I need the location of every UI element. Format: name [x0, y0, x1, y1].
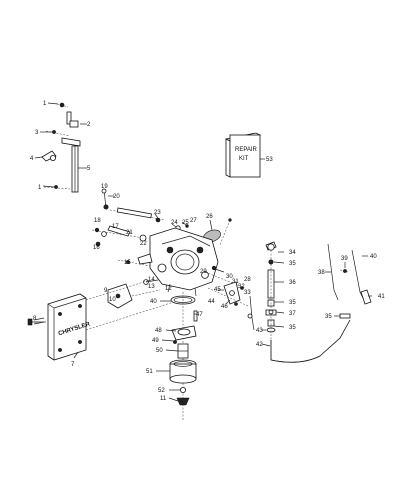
label-51: 51	[146, 369, 153, 375]
carburetor-body	[137, 227, 225, 297]
right-linkage	[204, 265, 255, 331]
label-17: 17	[112, 224, 119, 230]
kit-box-line1: REPAIR	[235, 147, 258, 153]
label-32a: 32	[238, 284, 245, 290]
label-38: 38	[318, 270, 325, 276]
label-4: 4	[30, 156, 34, 162]
label-41: 41	[378, 294, 385, 300]
label-8: 8	[33, 316, 37, 322]
label-26: 26	[206, 214, 213, 220]
kit-box-line2: KIT	[239, 156, 249, 162]
label-47: 47	[196, 312, 203, 318]
label-19: 19	[101, 184, 108, 190]
fuel-fittings	[265, 241, 277, 342]
part-labels: 1 2 3 4 5 1 20 19 23 24 25 26 17 18 16 2…	[30, 101, 385, 402]
leader-lines	[34, 102, 372, 402]
choke-lever	[117, 259, 159, 285]
mounting-plate: CHRYSLER	[27, 279, 181, 361]
label-27: 27	[190, 218, 197, 224]
label-35a: 35	[289, 261, 296, 267]
label-44: 44	[208, 299, 215, 305]
label-39: 39	[341, 256, 348, 262]
label-18: 18	[94, 218, 101, 224]
label-5: 5	[87, 166, 91, 172]
label-12: 12	[165, 286, 172, 292]
label-15: 15	[124, 260, 131, 266]
label-42: 42	[256, 342, 263, 348]
label-2: 2	[87, 122, 91, 128]
label-35b: 35	[289, 300, 296, 306]
label-40b: 40	[370, 254, 377, 260]
label-1b: 1	[38, 185, 42, 191]
label-23a: 23	[154, 210, 161, 216]
label-46: 46	[221, 304, 228, 310]
choke-rods	[327, 243, 372, 319]
label-48: 48	[155, 328, 162, 334]
label-28: 28	[244, 277, 251, 283]
label-52: 52	[158, 388, 165, 394]
label-30: 30	[226, 274, 233, 280]
float-bowl-assembly	[169, 292, 198, 420]
label-53: 53	[266, 157, 273, 163]
label-45: 45	[214, 287, 221, 293]
label-34: 34	[289, 250, 296, 256]
label-16: 16	[93, 245, 100, 251]
label-24: 24	[171, 220, 178, 226]
label-50: 50	[156, 348, 163, 354]
fast-idle-cam	[107, 283, 161, 309]
label-10: 10	[109, 297, 116, 303]
label-31: 31	[232, 279, 239, 285]
label-13: 13	[148, 284, 155, 290]
label-49: 49	[152, 338, 159, 344]
label-7: 7	[71, 362, 75, 368]
repair-kit-box: REPAIR KIT	[224, 132, 262, 178]
label-33: 33	[244, 290, 251, 296]
label-25: 25	[182, 220, 189, 226]
label-14: 14	[148, 277, 155, 283]
label-43: 43	[256, 328, 263, 334]
label-1a: 1	[43, 101, 47, 107]
label-35c: 35	[289, 325, 296, 331]
label-3a: 3	[35, 130, 39, 136]
label-21: 21	[126, 230, 133, 236]
label-35d: 35	[325, 314, 332, 320]
label-20: 20	[113, 194, 120, 200]
label-29: 29	[200, 269, 207, 275]
label-11: 11	[160, 396, 167, 402]
linkage-parts	[41, 102, 81, 193]
label-9: 9	[104, 288, 108, 294]
label-37: 37	[289, 311, 296, 317]
fuel-line	[270, 319, 351, 363]
throttle-shaft	[91, 188, 232, 247]
label-36: 36	[289, 280, 296, 286]
label-40a: 40	[150, 299, 157, 305]
label-22: 22	[140, 241, 147, 247]
